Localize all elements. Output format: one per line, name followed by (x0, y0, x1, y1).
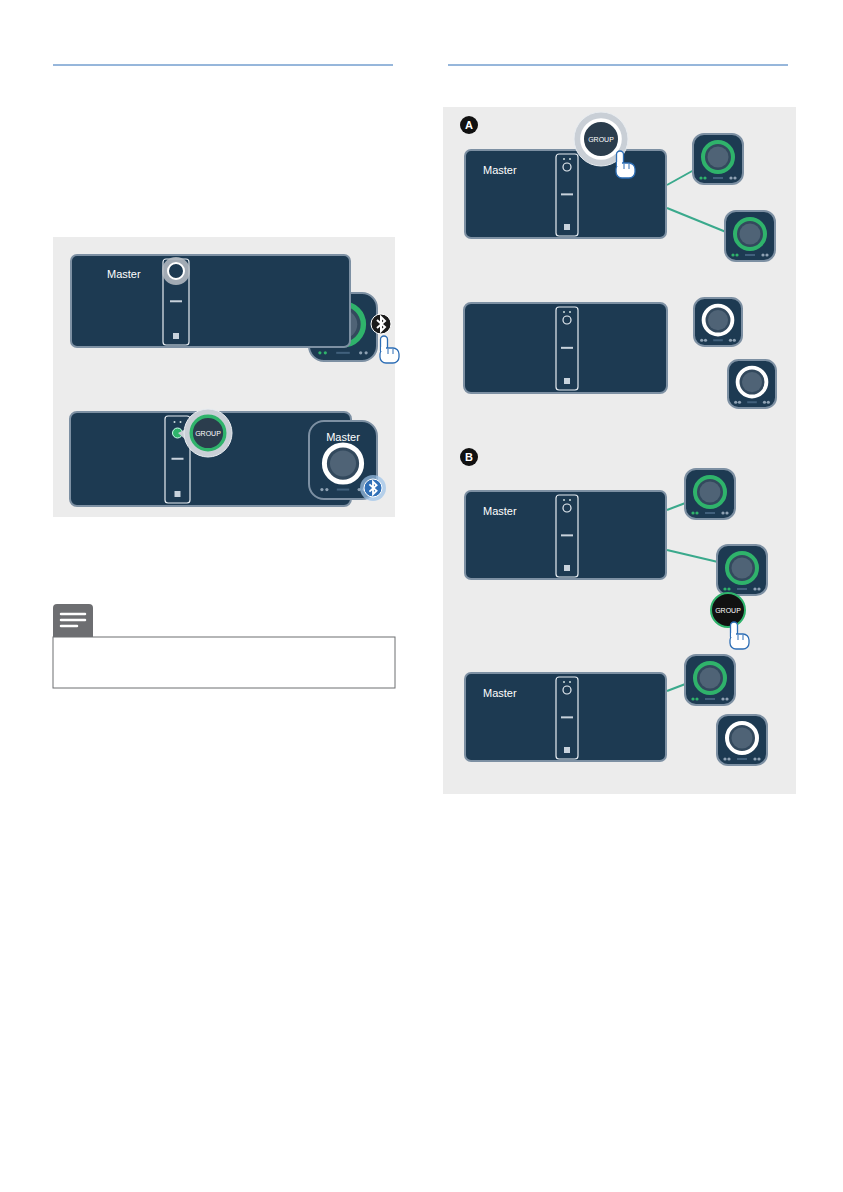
device-drawing (466, 674, 665, 760)
device-role-label: Master (483, 164, 517, 176)
soundbar-control-strip (162, 257, 190, 345)
soundbar-panel (464, 303, 667, 393)
device-role-label: Master (326, 431, 360, 443)
soundbar-control-strip (556, 154, 578, 236)
soundbar-control-strip (165, 416, 190, 503)
button-label: GROUP (588, 136, 614, 143)
bluetooth-button (360, 475, 386, 501)
header-rule (448, 65, 788, 66)
button-label: GROUP (715, 607, 741, 614)
note-box (53, 637, 395, 688)
pressing-hand (730, 622, 749, 649)
soundbar-control-strip (556, 307, 578, 390)
pressing-hand (380, 336, 399, 363)
figure-ground (53, 237, 395, 517)
header-rule (53, 65, 393, 66)
soundbar-panel: Master (464, 490, 667, 580)
device-role-label: Master (107, 268, 141, 280)
group-button-callout (178, 409, 232, 457)
device-drawing (466, 492, 665, 578)
pressing-hand (616, 151, 635, 178)
bluetooth-button (371, 314, 391, 334)
soundbar-panel: Master (464, 149, 667, 239)
soundbar-panel: Master (70, 254, 351, 348)
speaker (725, 211, 775, 261)
speaker (717, 545, 767, 595)
connection-line (667, 170, 694, 185)
speaker (320, 445, 365, 491)
step-letter: A (465, 120, 473, 131)
group-button (711, 593, 745, 627)
group-button-callout (574, 112, 628, 166)
connection-line (667, 208, 726, 232)
speaker (717, 715, 767, 765)
device-role-label: Master (483, 505, 517, 517)
button-label: GROUP (195, 430, 221, 437)
note-icon (53, 604, 93, 637)
soundbar-control-strip (556, 677, 578, 759)
speaker (693, 134, 743, 184)
step-marker (460, 116, 478, 134)
device-drawing (466, 151, 665, 237)
speaker (728, 360, 776, 408)
step-marker (460, 448, 478, 466)
step-letter: B (465, 452, 473, 463)
figure-ground (443, 107, 796, 794)
speaker (685, 655, 735, 705)
speaker (694, 298, 742, 346)
soundbar-panel: Master (464, 672, 667, 762)
speaker-box: Master (308, 420, 378, 500)
soundbar-control-strip (556, 495, 578, 577)
device-role-label: Master (483, 687, 517, 699)
connection-line (667, 550, 718, 562)
speaker (685, 469, 735, 519)
